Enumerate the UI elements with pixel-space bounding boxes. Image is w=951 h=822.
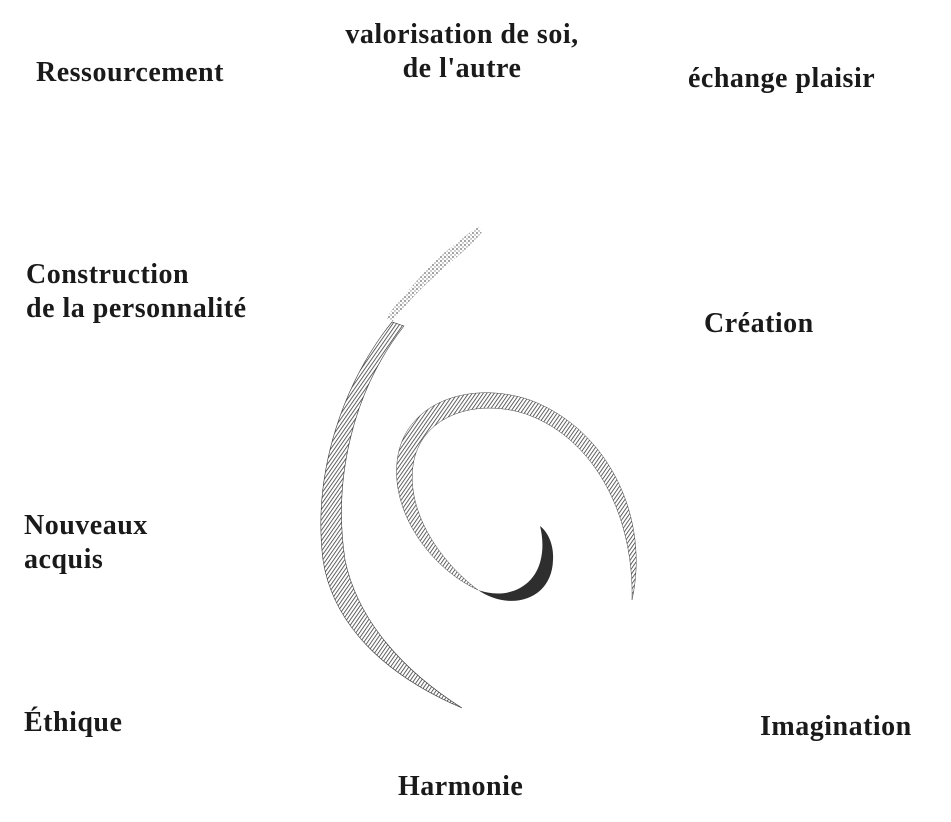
spiral-outer-tip xyxy=(386,226,482,322)
spiral-outer-arm xyxy=(321,322,462,708)
label-nouveaux-acquis: Nouveaux acquis xyxy=(24,509,148,577)
label-ressourcement: Ressourcement xyxy=(36,56,224,90)
label-valorisation: valorisation de soi, de l'autre xyxy=(312,18,612,86)
label-construction: Construction de la personnalité xyxy=(26,258,247,326)
spiral-middle-arm xyxy=(397,393,637,600)
label-echange-plaisir: échange plaisir xyxy=(688,62,875,96)
label-ethique: Éthique xyxy=(24,706,122,740)
label-imagination: Imagination xyxy=(760,710,912,744)
label-nouveaux-line1: Nouveaux xyxy=(24,509,148,543)
label-valorisation-line2: de l'autre xyxy=(312,52,612,86)
label-construction-line2: de la personnalité xyxy=(26,292,247,326)
label-creation: Création xyxy=(704,307,814,341)
label-harmonie: Harmonie xyxy=(398,770,523,804)
spiral-inner-hook xyxy=(478,526,553,601)
label-nouveaux-line2: acquis xyxy=(24,543,148,577)
label-construction-line1: Construction xyxy=(26,258,247,292)
label-valorisation-line1: valorisation de soi, xyxy=(312,18,612,52)
